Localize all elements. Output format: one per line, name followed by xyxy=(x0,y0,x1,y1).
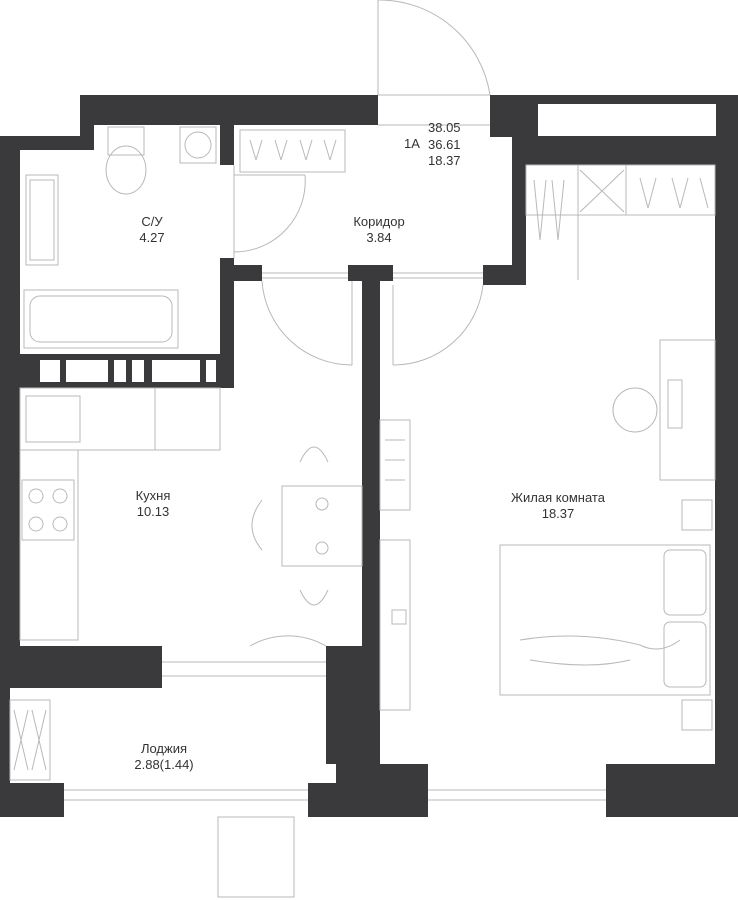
bed xyxy=(499,544,711,696)
kitchen-counter-left xyxy=(19,449,79,641)
room-label-bathroom: С/У 4.27 xyxy=(139,214,164,246)
wall-step-left xyxy=(0,136,95,150)
wall-step-corner xyxy=(80,95,94,150)
wall-top-left xyxy=(80,95,378,125)
loggia-door-swing xyxy=(249,635,327,647)
vent-gap-1 xyxy=(40,360,60,382)
wall-loggia-left xyxy=(0,688,10,817)
living-total-area: 36.61 xyxy=(428,136,461,152)
kitchen-counter-top xyxy=(19,387,221,451)
room-name: Жилая комната xyxy=(511,490,605,505)
chair-bottom xyxy=(299,589,329,606)
washer xyxy=(179,126,217,164)
room-name: Лоджия xyxy=(140,741,188,756)
room-area: 18.37 xyxy=(541,506,575,521)
wall-left xyxy=(0,136,20,666)
apartment-areas: 38.05 36.61 18.37 xyxy=(428,120,461,170)
wall-center-cap xyxy=(348,265,393,281)
vent-gap-3 xyxy=(114,360,126,382)
room-area: 3.84 xyxy=(366,230,392,245)
bathroom-floor-left xyxy=(20,150,100,354)
wall-living-bottom-right xyxy=(606,764,738,817)
desk xyxy=(659,339,716,481)
room-name: Коридор xyxy=(353,214,405,229)
pillow-1 xyxy=(663,549,707,616)
living-wardrobe xyxy=(525,164,716,216)
nightstand-top xyxy=(681,499,713,531)
wall-center-partition xyxy=(362,270,380,783)
room-area: 10.13 xyxy=(136,504,170,519)
corridor-wardrobe xyxy=(239,129,346,173)
room-label-loggia: Лоджия 2.88(1.44) xyxy=(134,741,193,773)
wall-living-bottom-left xyxy=(378,764,428,817)
shelf-upper xyxy=(379,419,411,511)
chair-top xyxy=(299,446,329,463)
kitchen-door-swing xyxy=(261,280,353,366)
toilet-tank xyxy=(107,126,145,156)
vent-gap-6 xyxy=(206,360,216,382)
sink xyxy=(25,174,59,266)
entrance-door-swing xyxy=(378,0,491,96)
wall-right xyxy=(715,95,738,765)
wall-loggia-bottom-left xyxy=(0,783,64,817)
bathroom-door-swing xyxy=(233,174,306,253)
wall-entry-right xyxy=(490,95,512,137)
room-name: С/У xyxy=(141,214,163,229)
room-label-living: Жилая комната 18.37 xyxy=(511,490,605,522)
chair-left xyxy=(251,499,263,551)
loggia-balcony-box xyxy=(217,816,295,898)
wall-bath-corridor-cap xyxy=(220,265,262,281)
monitor xyxy=(667,379,683,429)
toilet-bowl xyxy=(105,145,147,195)
room-name: Кухня xyxy=(135,488,171,503)
apartment-code: 1А xyxy=(404,136,420,151)
dining-table xyxy=(281,485,363,567)
bathtub xyxy=(23,289,179,349)
living-door-swing xyxy=(392,284,484,366)
wall-bath-top xyxy=(220,125,234,165)
vent-gap-5 xyxy=(152,360,200,382)
room-area: 2.88(1.44) xyxy=(134,757,194,772)
walls xyxy=(0,95,738,817)
kitchen-stove xyxy=(21,479,75,541)
desk-chair xyxy=(612,387,658,433)
shelf-lower xyxy=(379,539,411,711)
wall-corridor-right-cap xyxy=(483,265,526,285)
living-area: 18.37 xyxy=(428,153,461,168)
room-label-corridor: Коридор 3.84 xyxy=(353,214,404,246)
room-area: 4.27 xyxy=(139,230,165,245)
fixtures xyxy=(9,0,716,898)
loggia-rack xyxy=(9,699,51,781)
vent-gap-4 xyxy=(132,360,144,382)
vent-gap-2 xyxy=(66,360,108,382)
pillow-2 xyxy=(663,621,707,688)
total-area: 38.05 xyxy=(428,120,461,135)
wall-kitchen-bottom-left xyxy=(0,646,162,688)
kitchen-sink xyxy=(25,395,81,443)
balcony-window-slot xyxy=(538,104,716,136)
nightstand-bottom xyxy=(681,699,713,731)
room-label-kitchen: Кухня 10.13 xyxy=(136,488,171,520)
apartment-info: 1А 38.05 36.61 18.37 xyxy=(400,118,486,172)
